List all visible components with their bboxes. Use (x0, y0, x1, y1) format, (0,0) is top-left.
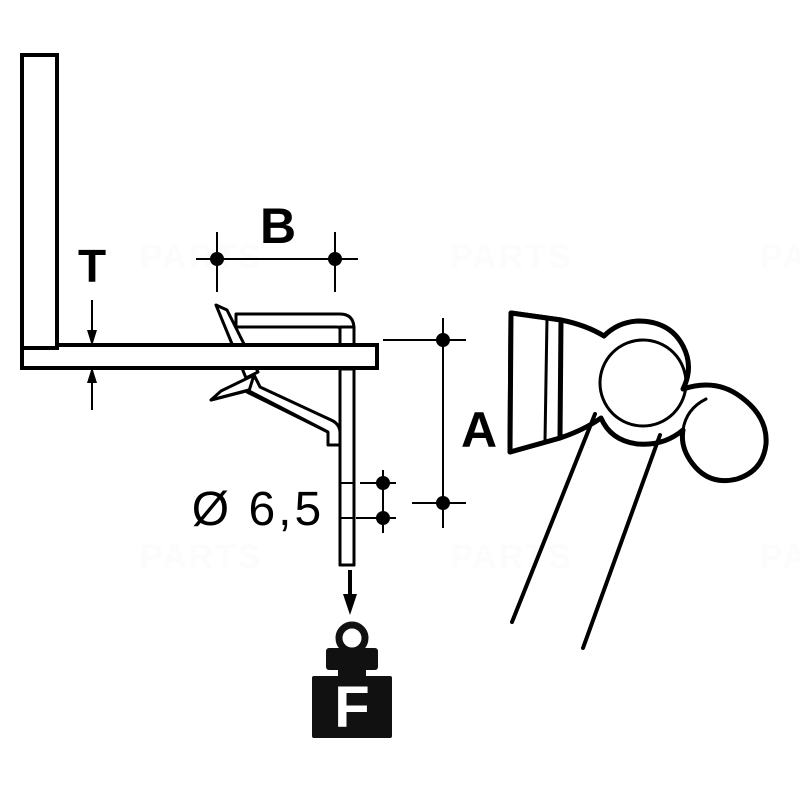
dimension-diameter (356, 470, 396, 533)
dim-T-lower-arrowhead (87, 367, 97, 383)
label-diameter: Ø 6,5 (192, 483, 324, 536)
hammer-face-chamfer-line (543, 316, 549, 443)
label-B: B (260, 198, 296, 254)
dimension-T (87, 300, 97, 410)
weight-body (312, 676, 392, 738)
dim-B-dot-left (210, 252, 224, 266)
watermark-text: PA (760, 238, 800, 276)
dimension-B (196, 232, 358, 292)
watermark-text: PARTS (140, 538, 263, 576)
hammer-handle-left-edge (510, 412, 597, 624)
watermark-text: PA (760, 538, 800, 576)
dim-T-upper-arrowhead (87, 330, 97, 346)
label-A: A (461, 402, 497, 458)
dim-d-dot-top (376, 476, 390, 490)
clip-shaft-front (338, 367, 356, 567)
force-arrow (343, 570, 357, 615)
watermark-text: PARTS (450, 238, 573, 276)
dim-d-dot-bottom (376, 511, 390, 525)
bracket-outline-stroke (20, 53, 379, 370)
clip-lower-arm-front (247, 373, 342, 447)
hammer-striking-face (507, 310, 564, 455)
hammer-head-outline (507, 310, 769, 484)
hammer-eye-circle (598, 338, 688, 428)
hammer-handle-right-edge (581, 433, 662, 650)
bracket-vertical-leg (20, 53, 59, 350)
dim-B-dot-right (328, 252, 342, 266)
ball-peen-hammer (507, 310, 769, 650)
label-T: T (78, 240, 106, 292)
weight-ring-icon (335, 621, 369, 655)
watermark-text: PARTS (450, 538, 573, 576)
bracket-horizontal-leg (20, 343, 379, 370)
dimension-A (383, 318, 466, 528)
spring-clip-front (209, 367, 356, 567)
force-arrow-head (343, 594, 357, 615)
force-weight-symbol: F (312, 621, 392, 740)
hammer-peen-neck-line (680, 397, 708, 465)
watermark-text: PARTS (140, 238, 263, 276)
bracket-leg-overlay (20, 53, 379, 370)
dim-A-dot-bottom (436, 496, 450, 510)
dim-A-dot-top (436, 333, 450, 347)
weight-force-label: F (334, 675, 369, 740)
dimension-labels: T B A Ø 6,5 (78, 198, 497, 536)
